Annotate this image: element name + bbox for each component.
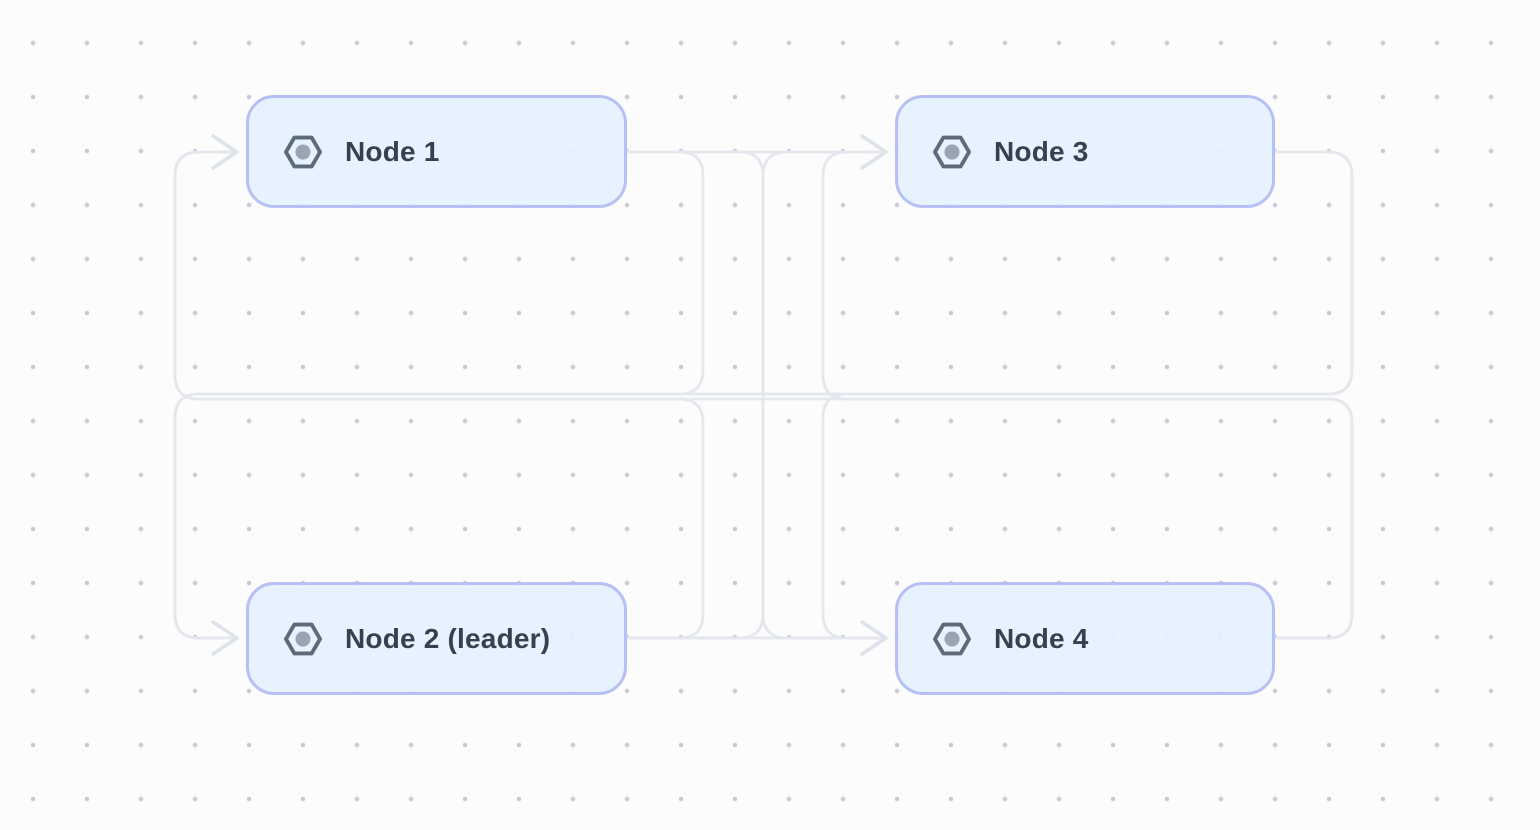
hexagon-node-icon — [933, 135, 971, 168]
edge-node-3-node-2[interactable] — [173, 150, 1354, 640]
edge-arrowhead-node-1 — [211, 134, 239, 170]
graph-node-1[interactable]: Node 1 — [246, 95, 627, 208]
edge-arrowhead-node-4 — [860, 620, 888, 656]
hexagon-node-icon — [284, 135, 322, 168]
node-label: Node 3 — [994, 135, 1089, 167]
hexagon-node-icon — [933, 622, 971, 655]
edge-arrowhead-node-3 — [860, 134, 888, 170]
node-label: Node 2 (leader) — [345, 622, 551, 654]
node-label: Node 4 — [994, 622, 1089, 654]
graph-node-2[interactable]: Node 2 (leader) — [246, 582, 627, 695]
node-label: Node 1 — [345, 135, 440, 167]
edge-arrowhead-node-2 — [211, 620, 239, 656]
hexagon-node-icon — [284, 622, 322, 655]
graph-node-3[interactable]: Node 3 — [895, 95, 1275, 208]
edge-node-4-node-1[interactable] — [173, 150, 1354, 640]
graph-node-4[interactable]: Node 4 — [895, 582, 1275, 695]
